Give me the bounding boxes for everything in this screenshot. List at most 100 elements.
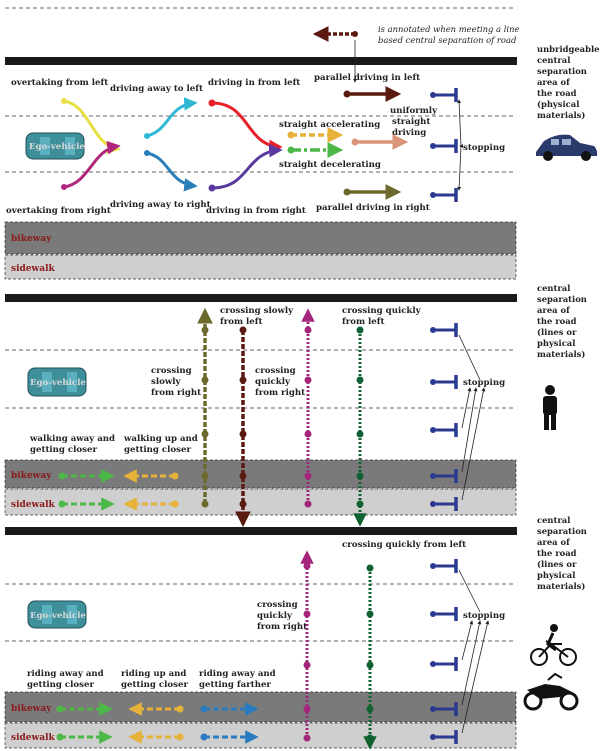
stopping-marker [430,730,458,744]
right-label-line: materials) [537,581,585,591]
trajectory-dot [58,472,66,480]
stopping-marker [430,702,458,716]
crossing-quickly-left-track [353,326,367,527]
bikeway-label: bikeway [11,704,52,714]
right-label-line: physical [537,338,575,348]
stopping-marker [430,559,458,573]
bikeway-label: bikeway [11,471,52,481]
stopping-marker [430,423,458,437]
crossing-quickly-right-label: quickly [257,611,293,621]
trajectory-dot [208,99,216,107]
sidewalk-strip [4,254,517,280]
crossing-slowly-right-track [197,307,213,508]
car-icon [536,134,598,161]
uniformly-straight-label: straight [392,117,430,127]
trajectory-dot [343,188,351,196]
trajectory-dot [200,733,208,741]
trajectory-dot [61,98,67,104]
ego-vehicle-icon: Ego-vehicle [27,600,87,629]
crossing-quickly-right-label: quickly [255,377,291,387]
right-label-line: central [537,283,570,293]
stopping-marker [430,88,458,102]
walking-up-label: getting closer [124,445,191,455]
riding-up-closer-label: getting closer [121,680,188,690]
annotation-dot [352,31,358,37]
parallel-driving-left-label: parallel driving in left [314,73,420,83]
sidewalk-label: sidewalk [11,500,56,510]
trajectory-dot [343,90,351,98]
trajectory-dot [144,150,150,156]
crossing-quickly-left-label: crossing quickly [342,306,422,316]
right-label-line: central [537,55,570,65]
driving-away-left-label: driving away to left [110,84,203,94]
pedestrian-icon [543,385,557,430]
right-label-line: separation [537,294,587,304]
stopping-marker [430,188,458,202]
trajectory-dot [351,138,359,146]
crossing-quickly-left-track [363,564,377,750]
right-label-line: separation [537,526,587,536]
stopping-pointer [457,145,462,191]
right-label-line: the road [537,316,577,326]
stopping-pointer [458,334,481,381]
ego-vehicle-icon: Ego-vehicle [25,132,85,160]
right-label-line: area of [537,537,571,547]
sidewalk-strip [4,488,517,516]
right-label-line: materials) [537,110,585,120]
riding-away-closer-label: riding away and [27,669,104,679]
panel-3: central separation area of the road (lin… [4,515,587,750]
crossing-quickly-right-label: crossing [255,366,296,376]
overtaking-from-left-label: overtaking from left [11,78,108,88]
trajectory-dot [56,733,64,741]
trajectory-dot [144,133,150,139]
driving-away-left-curve [146,97,198,138]
driving-in-left-label: driving in from left [208,78,300,88]
riding-away-farther-label: riding away and [199,669,276,679]
panel-2: central separation area of the road (lin… [4,283,587,528]
stopping-pointer [461,387,486,501]
overtaking-from-right-label: overtaking from right [6,206,111,216]
bikeway-strip [4,691,517,723]
right-label-line: physical [537,570,575,580]
trajectory-dot [200,705,208,713]
right-label-line: materials) [537,349,585,359]
trajectory-dot [208,184,216,192]
right-label-panel1: unbridgeable central separation area of … [537,44,599,120]
trajectory-dot [171,500,179,508]
riding-up-closer-label: riding up and [121,669,186,679]
crossing-slowly-left-label: crossing slowly [220,306,294,316]
ego-vehicle-label: Ego-vehicle [30,611,86,621]
crossing-slowly-right-label: crossing [151,366,192,376]
crossing-slowly-left-label: from left [220,317,262,327]
central-separation-bar [5,294,517,302]
sidewalk-label: sidewalk [11,264,56,274]
right-label-line: (physical [537,99,579,109]
stopping-marker [430,657,458,671]
walking-up-label: walking up and [123,434,198,444]
ego-vehicle-label: Ego-vehicle [29,142,85,152]
stopping-marker [430,139,458,153]
driving-in-right-label: driving in from right [206,206,306,216]
stopping-marker [430,469,458,483]
parallel-driving-right-label: parallel driving in right [316,203,430,213]
trajectory-dot [61,184,67,190]
sidewalk-label: sidewalk [11,733,56,743]
right-label-line: central [537,515,570,525]
stopping-pointer [461,620,482,706]
right-label-line: area of [537,77,571,87]
right-label-line: (lines or [537,327,577,337]
right-label-line: (lines or [537,559,577,569]
crossing-slowly-right-label: slowly [151,377,181,387]
riding-away-farther-label: getting farther [199,680,271,690]
stopping-marker [430,323,458,337]
stopping-label: stopping [463,143,505,153]
crossing-quickly-right-track [300,550,314,742]
trajectory-dot [176,705,184,713]
stopping-marker [430,497,458,511]
right-label-line: area of [537,305,571,315]
straight-accelerating-label: straight accelerating [279,120,380,130]
overtaking-right-curve [63,140,121,189]
ego-vehicle-label: Ego-vehicle [30,378,86,388]
